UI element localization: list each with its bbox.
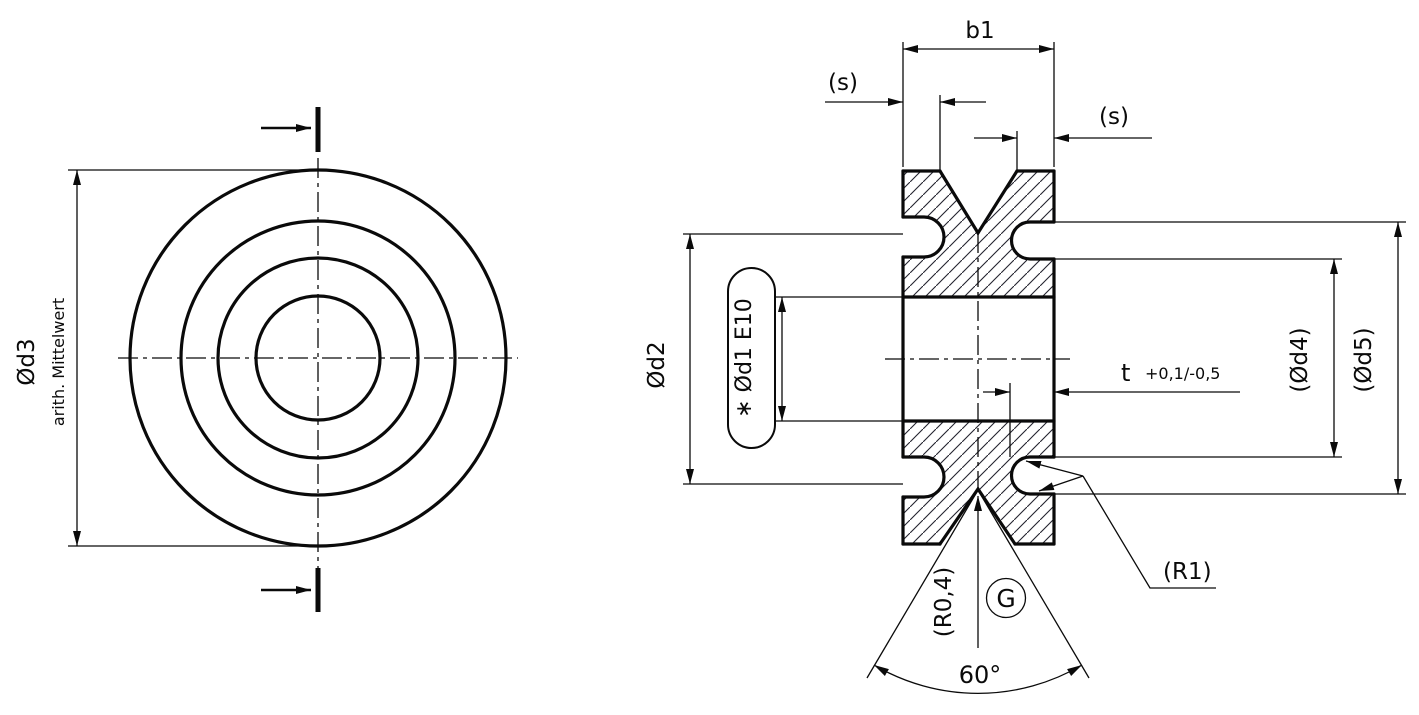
angle-arc (873, 664, 1083, 694)
d3-label: Ød3 (14, 338, 40, 385)
groove-detail: (R0,4) G 60° (866, 489, 1090, 694)
bore-circle (254, 294, 382, 422)
dimension-s-right: (s) (974, 104, 1152, 170)
angle-leg-left (866, 489, 979, 679)
angle-leg-right (977, 489, 1090, 679)
t-label: t (1121, 359, 1130, 387)
dimension-b1: b1 (902, 18, 1055, 167)
s-right-label: (s) (1099, 104, 1129, 130)
dimension-d5: (Ød5) (1054, 221, 1406, 495)
groove-radius-label: (R0,4) (931, 567, 957, 638)
grind-symbol-circle-icon (985, 577, 1027, 619)
dimension-s-left: (s) (825, 70, 986, 170)
d1-balloon (727, 267, 776, 449)
d3-note-label: arith. Mittelwert (49, 298, 68, 426)
d4-label: (Ød4) (1287, 327, 1313, 392)
section-plane-marker-bottom (261, 568, 321, 612)
part-outline (901, 169, 1056, 546)
outer-diameter-circle (128, 168, 508, 548)
grind-symbol-label: G (996, 584, 1015, 613)
r1-label: (R1) (1163, 559, 1212, 585)
dimension-d2: Ød2 (644, 233, 903, 485)
front-view: Ød3 arith. Mittelwert (14, 107, 518, 612)
d5-label: (Ød5) (1351, 327, 1377, 392)
t-tolerance-label: +0,1/-0,5 (1145, 364, 1220, 383)
angle-label: 60° (959, 661, 1002, 689)
relief-notch-bottom-right (1009, 455, 1056, 496)
b1-label: b1 (965, 18, 994, 44)
d2-label: Ød2 (644, 341, 670, 388)
d1-balloon-label: ∗ Ød1 E10 (732, 298, 757, 418)
leader-r1: (R1) (1025, 460, 1216, 589)
section-plane-marker-top (261, 107, 321, 152)
relief-outer-circle (179, 219, 457, 497)
dimension-d1: ∗ Ød1 E10 (727, 267, 903, 449)
dimension-d3: Ød3 arith. Mittelwert (14, 169, 314, 547)
s-left-label: (s) (828, 70, 858, 96)
relief-notch-top-right (1009, 220, 1056, 261)
dimension-t: t +0,1/-0,5 (983, 359, 1240, 457)
section-view: b1 (s) (s) Ød2 ∗ Ød1 (644, 18, 1406, 694)
relief-inner-circle (216, 256, 420, 460)
relief-notch-bottom-left (901, 455, 946, 499)
relief-notch-top-left (901, 215, 946, 259)
dimension-d4: (Ød4) (1054, 258, 1342, 458)
